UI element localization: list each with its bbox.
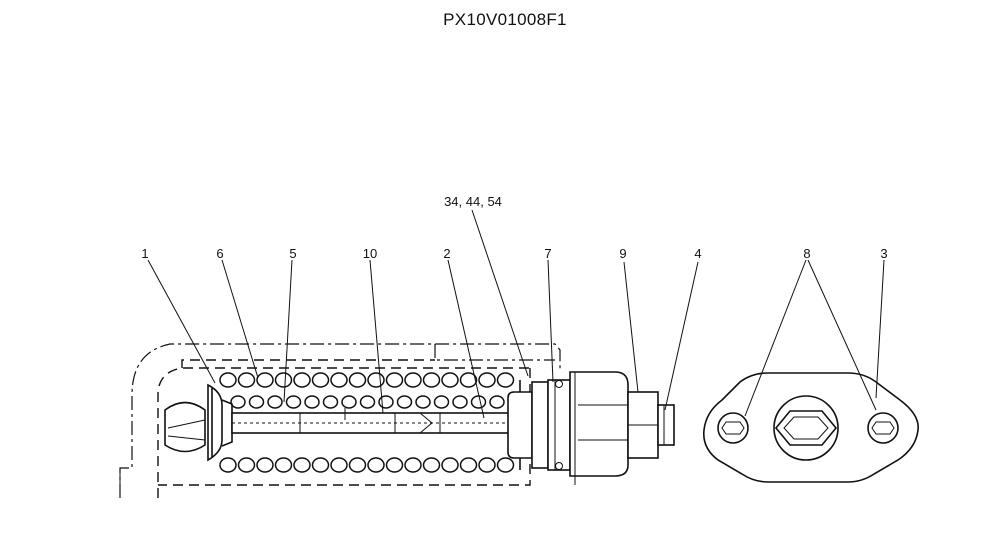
spring-coil — [248, 395, 265, 409]
spring-coil — [367, 457, 385, 473]
callout-5: 5 — [289, 246, 296, 261]
callout-10: 10 — [363, 246, 377, 261]
spring-coil — [367, 372, 385, 388]
callout-6: 6 — [216, 246, 223, 261]
spring-coil — [330, 372, 348, 388]
outer-spring-bottom-coils — [219, 457, 515, 473]
spring-coil — [219, 457, 237, 473]
callout-7: 7 — [544, 246, 551, 261]
flange-end-view — [702, 372, 919, 483]
callout-34-44-54: 34, 44, 54 — [444, 194, 502, 209]
spring-coil — [452, 395, 468, 409]
spring-coil — [459, 372, 478, 388]
spring-seat-retainer — [507, 379, 571, 471]
spring-coil — [237, 372, 256, 388]
leader-lines — [147, 209, 885, 419]
spring-coil — [293, 372, 311, 388]
spring-coil — [256, 457, 274, 473]
inner-spring-coils — [230, 395, 505, 409]
valve-housing — [119, 343, 576, 498]
spring-coil — [330, 457, 348, 473]
callout-8: 8 — [803, 246, 810, 261]
callout-3: 3 — [880, 246, 887, 261]
spring-coil — [285, 395, 302, 409]
outer-spring-top-coils — [219, 372, 515, 388]
spring-coil — [385, 372, 404, 388]
callout-2: 2 — [443, 246, 450, 261]
spring-coil — [385, 457, 404, 473]
spring-coil — [489, 395, 505, 409]
callout-1: 1 — [141, 246, 148, 261]
spring-coil — [348, 372, 367, 388]
callout-4: 4 — [694, 246, 701, 261]
spring-coil — [267, 395, 283, 409]
spring-coil — [422, 372, 441, 388]
spring-coil — [348, 457, 367, 473]
spring-coil — [311, 457, 330, 473]
spring-coil — [219, 372, 237, 388]
spring-coil — [478, 457, 496, 473]
spring-coil — [496, 372, 515, 388]
callout-9: 9 — [619, 246, 626, 261]
spring-coil — [256, 372, 274, 388]
spring-coil — [441, 457, 459, 473]
spring-coil — [230, 395, 246, 409]
spring-rod — [231, 408, 513, 434]
spring-coil — [404, 457, 422, 473]
spring-coil — [478, 372, 496, 388]
spring-coil — [422, 457, 441, 473]
adjusting-plug — [569, 371, 675, 477]
spring-coil — [359, 395, 376, 409]
spring-coil — [341, 395, 357, 409]
spring-coil — [441, 372, 459, 388]
spring-coil — [237, 457, 256, 473]
spring-coil — [274, 457, 293, 473]
spring-coil — [415, 395, 431, 409]
spool-seat — [207, 383, 233, 462]
spring-coil — [496, 457, 515, 473]
spring-coil — [293, 457, 311, 473]
spring-coil — [274, 372, 293, 388]
spring-coil — [396, 395, 413, 409]
spring-coil — [459, 457, 478, 473]
spring-coil — [404, 372, 422, 388]
spring-coil — [433, 395, 450, 409]
spring-coil — [304, 395, 320, 409]
spring-coil — [470, 395, 487, 409]
spring-coil — [311, 372, 330, 388]
spring-coil — [322, 395, 339, 409]
diagram-title: PX10V01008F1 — [443, 10, 567, 29]
spring-coil — [378, 395, 394, 409]
